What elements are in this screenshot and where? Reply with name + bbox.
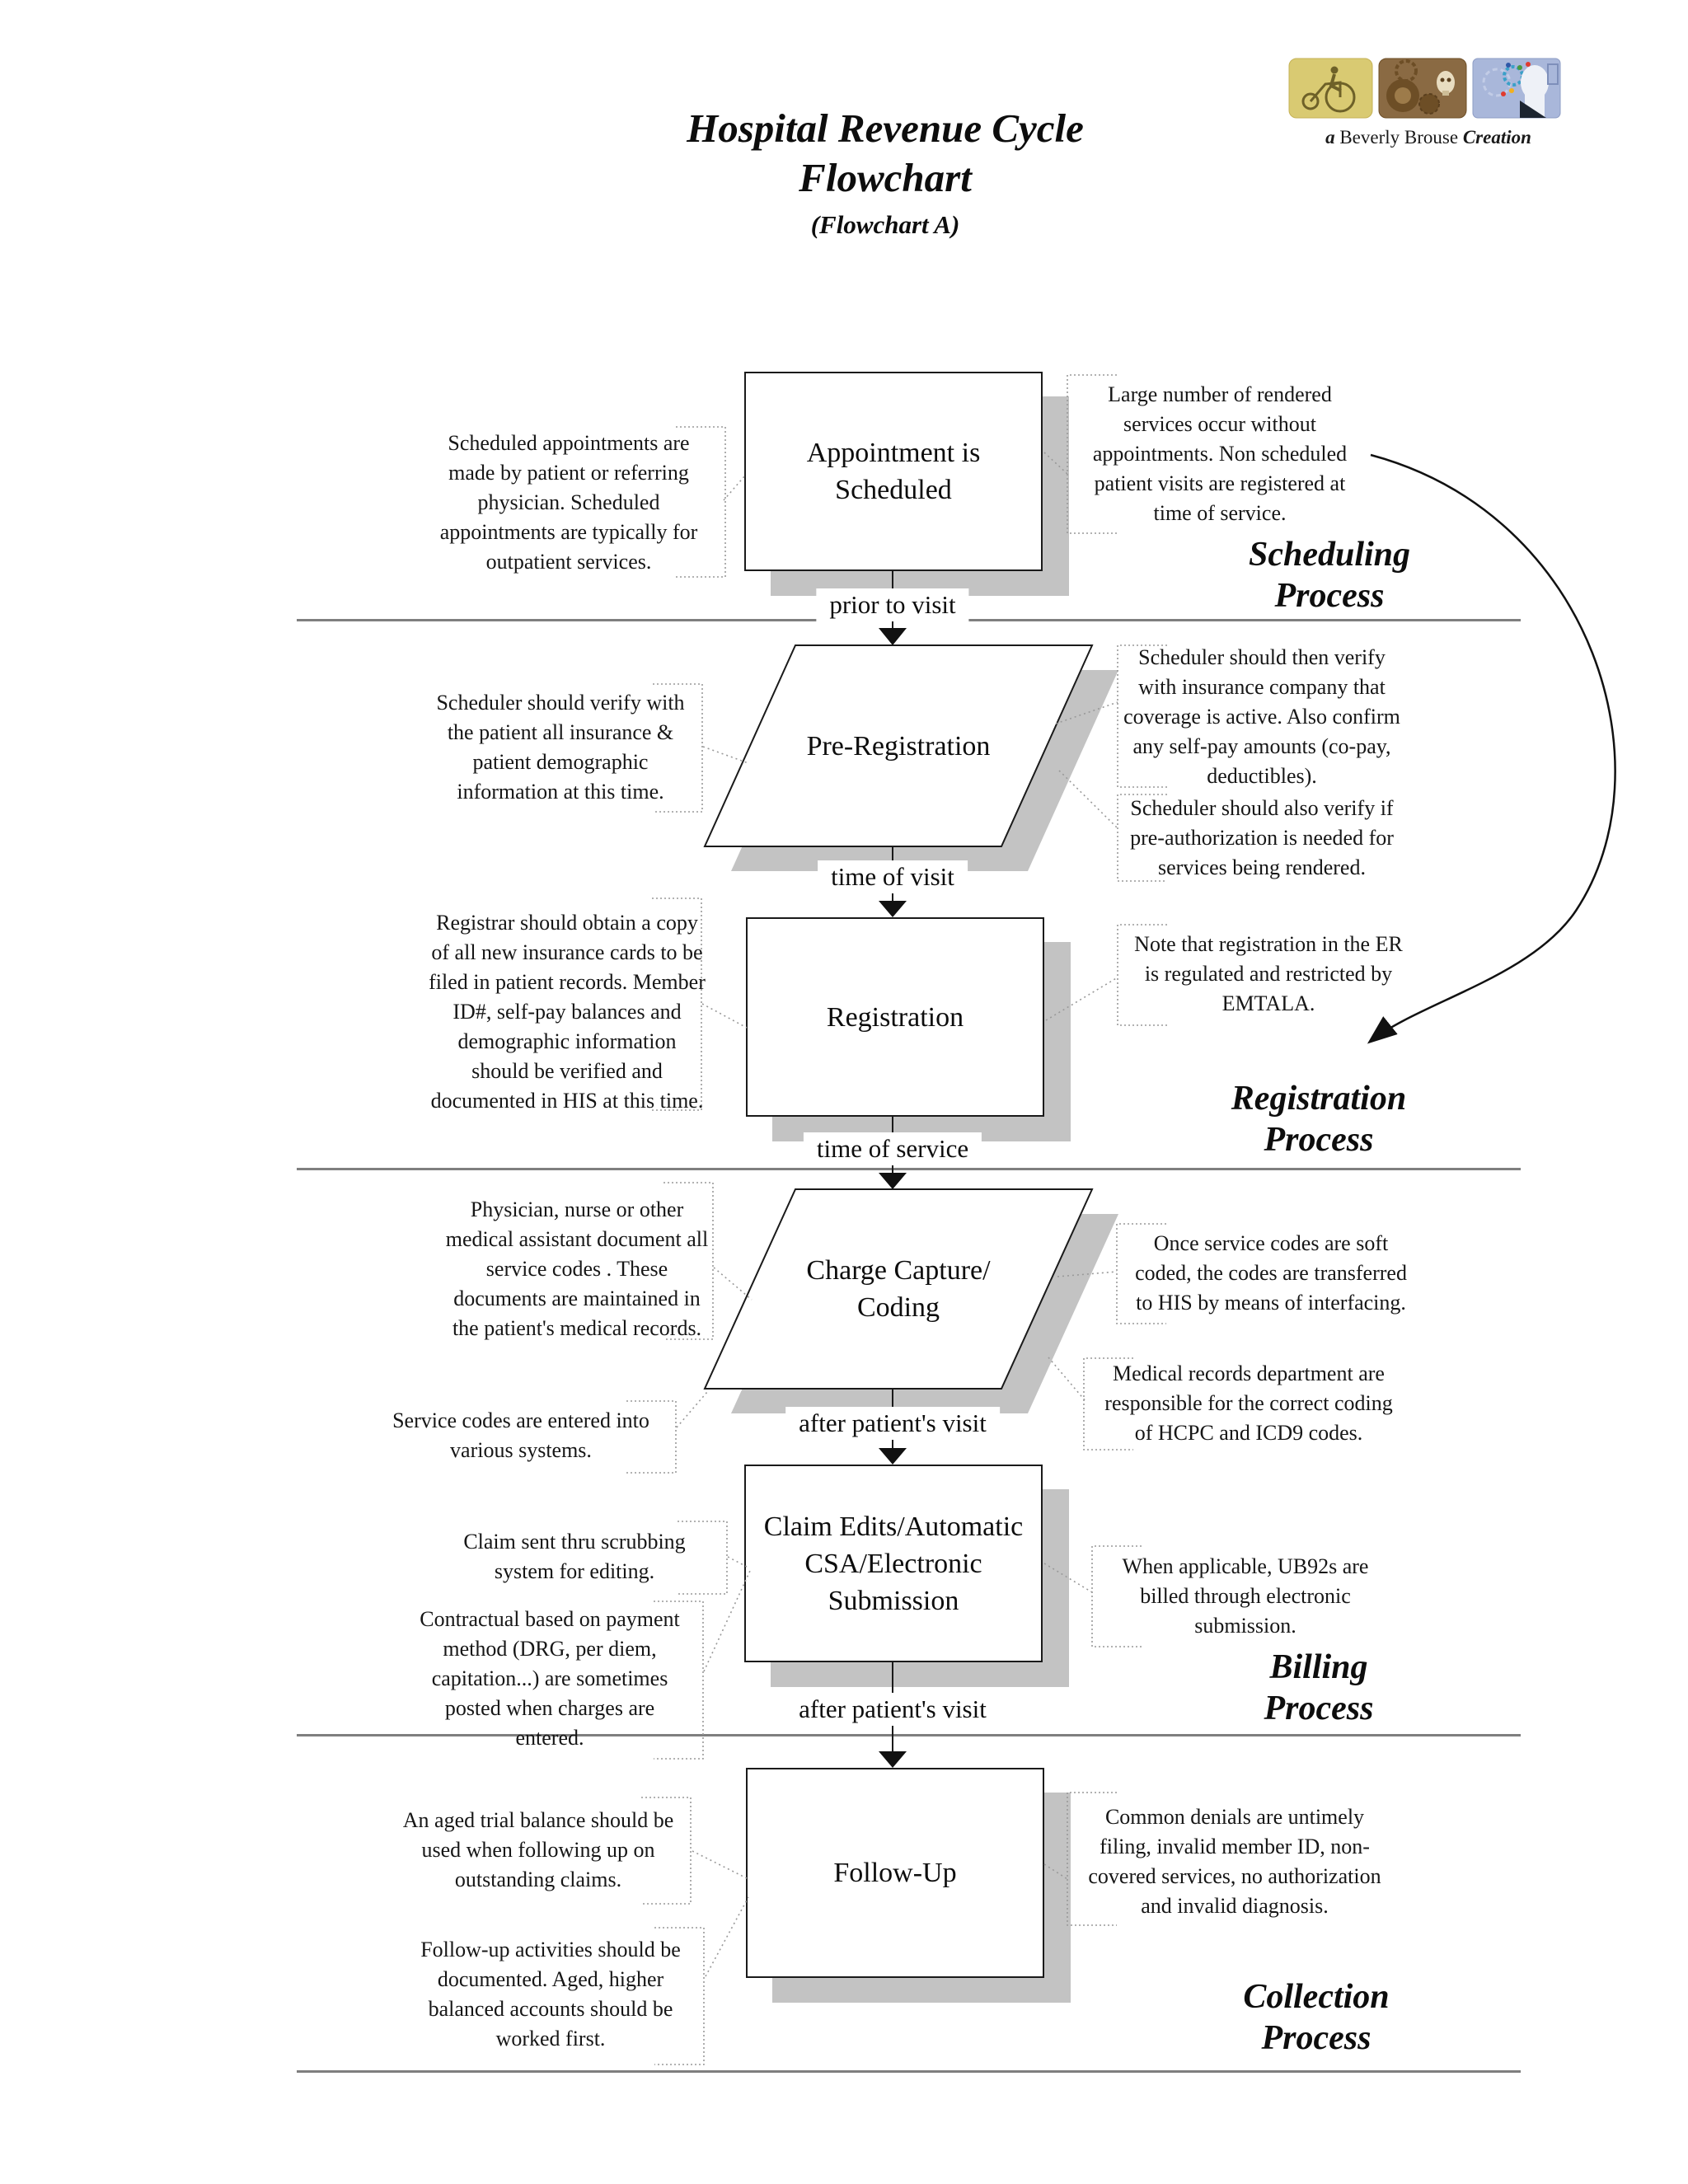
head-profile-gears-icon bbox=[1472, 58, 1561, 119]
annotation-common-denials: Common denials are untimely filing, inva… bbox=[1088, 1805, 1381, 1918]
section-divider-billing bbox=[297, 1734, 1521, 1736]
annotation-scheduler-verify-insurance: Scheduler should verify with the patient… bbox=[436, 691, 685, 804]
flow-node-follow-up: Follow-Up bbox=[746, 1768, 1044, 1978]
annotation-scheduled-appointments: Scheduled appointments are made by patie… bbox=[439, 431, 698, 574]
annotation-brackets bbox=[626, 374, 1167, 2065]
flow-node-registration-label: Registration bbox=[826, 1001, 964, 1033]
page-title-line3: (Flowchart A) bbox=[810, 210, 960, 239]
logo-caption-prefix: a bbox=[1325, 127, 1335, 148]
connector-label-prior-to-visit: prior to visit bbox=[816, 588, 969, 621]
logo-caption: a Beverly Brouse Creation bbox=[1288, 127, 1568, 148]
annotation-verify-coverage-active: Scheduler should then verify with insura… bbox=[1123, 645, 1400, 788]
section-label-registration: Registration Process bbox=[1231, 1080, 1407, 1159]
connector-label-after-visit-2: after patient's visit bbox=[785, 1693, 1000, 1726]
page-title-line2: Flowchart bbox=[799, 155, 972, 200]
flow-node-charge-capture bbox=[703, 1188, 1094, 1390]
flow-node-appointment-label: Appointment is Scheduled bbox=[806, 438, 981, 505]
logo-caption-suffix: Creation bbox=[1462, 127, 1531, 148]
flow-node-pre-registration bbox=[703, 644, 1094, 847]
flow-node-appointment: Appointment is Scheduled bbox=[744, 372, 1043, 571]
section-label-collection: Collection Process bbox=[1243, 1978, 1390, 2057]
page-title-line1: Hospital Revenue Cycle bbox=[687, 105, 1084, 151]
annotation-soft-coded-interfacing: Once service codes are soft coded, the c… bbox=[1135, 1231, 1407, 1315]
section-label-scheduling: Scheduling Process bbox=[1248, 536, 1411, 615]
connector-label-after-visit-1: after patient's visit bbox=[785, 1407, 1000, 1440]
non-scheduled-to-registration-curved-arrow bbox=[1367, 453, 1616, 1044]
gears-and-skull-icon bbox=[1378, 58, 1467, 119]
logo-tiles bbox=[1288, 58, 1568, 119]
annotation-contractual-payment-method: Contractual based on payment method (DRG… bbox=[420, 1607, 680, 1750]
annotation-er-emtala: Note that registration in the ER is regu… bbox=[1134, 932, 1403, 1015]
annotation-document-service-codes: Physician, nurse or other medical assist… bbox=[445, 1197, 709, 1340]
annotation-registrar-insurance-cards: Registrar should obtain a copy of all ne… bbox=[429, 911, 706, 1113]
flow-node-registration: Registration bbox=[746, 917, 1044, 1117]
penny-farthing-bicycle-icon bbox=[1288, 58, 1373, 119]
annotation-medical-records-coding: Medical records department are responsib… bbox=[1104, 1361, 1393, 1445]
annotation-claim-scrubbing: Claim sent thru scrubbing system for edi… bbox=[463, 1530, 686, 1583]
section-divider-collection bbox=[297, 2070, 1521, 2073]
flow-node-claim-edits: Claim Edits/Automatic CSA/Electronic Sub… bbox=[744, 1465, 1043, 1662]
creator-logo: a Beverly Brouse Creation bbox=[1288, 58, 1568, 148]
annotation-service-codes-entered: Service codes are entered into various s… bbox=[392, 1408, 649, 1462]
flow-connector-arrowheads bbox=[879, 628, 907, 1768]
annotation-aged-trial-balance: An aged trial balance should be used whe… bbox=[402, 1808, 674, 1891]
annotation-verify-pre-authorization: Scheduler should also verify if pre-auth… bbox=[1130, 796, 1394, 879]
flow-node-claim-edits-label: Claim Edits/Automatic CSA/Electronic Sub… bbox=[763, 1511, 1024, 1616]
section-divider-registration bbox=[297, 1168, 1521, 1170]
logo-caption-middle: Beverly Brouse bbox=[1334, 127, 1463, 148]
annotation-leader-lines bbox=[676, 452, 1118, 1977]
connector-label-time-of-service: time of service bbox=[803, 1132, 982, 1165]
annotation-ub92-electronic-submission: When applicable, UB92s are billed throug… bbox=[1122, 1554, 1369, 1638]
annotation-follow-up-activities: Follow-up activities should be documente… bbox=[420, 1938, 681, 2050]
connector-label-time-of-visit: time of visit bbox=[818, 860, 968, 893]
annotation-non-scheduled-services: Large number of rendered services occur … bbox=[1092, 382, 1348, 525]
flow-node-follow-up-label: Follow-Up bbox=[833, 1858, 957, 1888]
section-label-billing: Billing Process bbox=[1264, 1648, 1374, 1727]
